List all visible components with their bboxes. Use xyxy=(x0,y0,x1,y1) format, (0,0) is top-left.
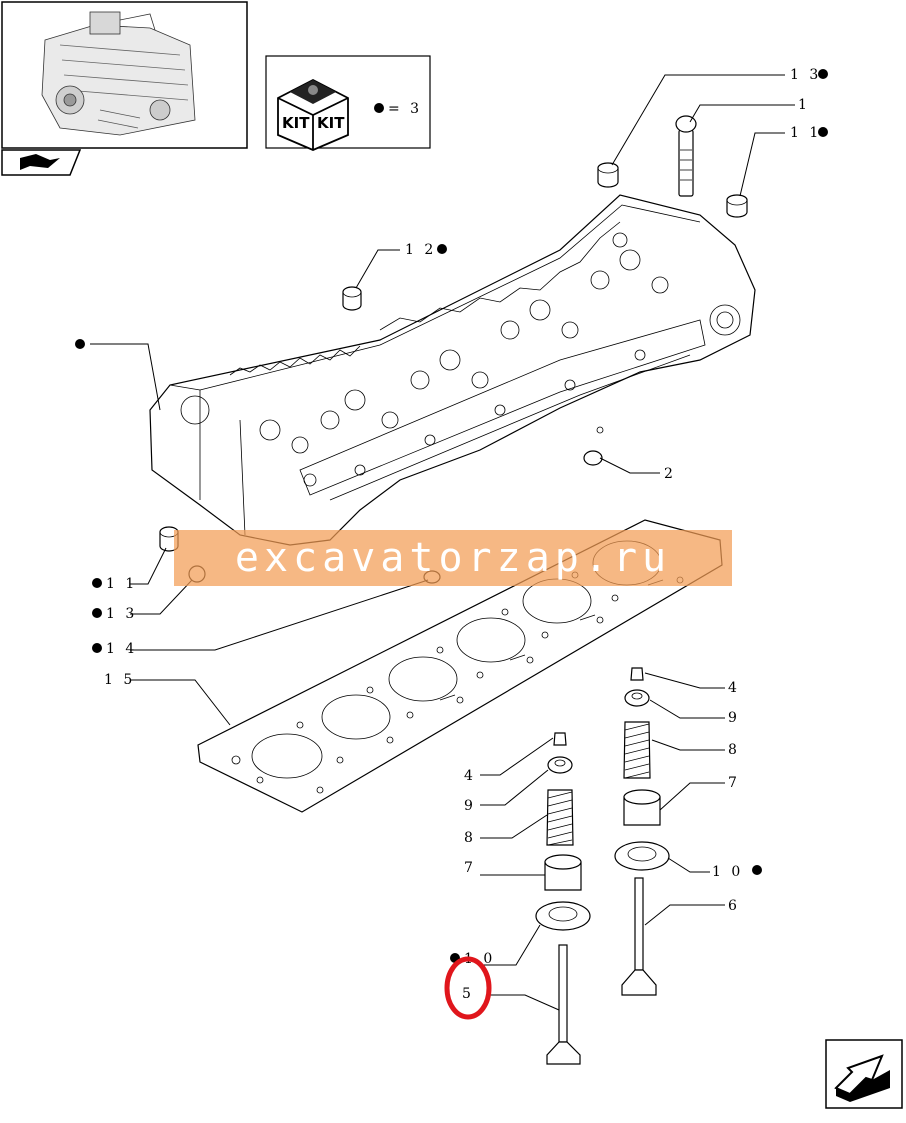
seat-part-10-left[interactable] xyxy=(535,901,591,931)
callout-14: 1 4 xyxy=(106,641,137,657)
spring-part-8-left[interactable] xyxy=(546,789,574,846)
callout-11-lower-dot xyxy=(92,578,102,588)
callout-9-left: 9 xyxy=(464,798,476,814)
callout-10-right: 1 0 xyxy=(712,864,743,880)
callout-12: 1 2 xyxy=(405,242,436,258)
callout-10-right-dot xyxy=(752,865,762,875)
callout-7-right: 7 xyxy=(728,775,740,791)
callout-11-top: 1 1 xyxy=(790,125,821,141)
valve-part-5[interactable] xyxy=(546,944,581,1065)
kit-equals-label: = 3 xyxy=(388,101,422,117)
callout-15: 1 5 xyxy=(104,672,135,688)
keeper-part-4-right[interactable] xyxy=(630,667,644,681)
seal-part-7-right[interactable] xyxy=(623,789,661,826)
kit-word-right: KIT xyxy=(317,114,345,132)
dowel-part-13-top[interactable] xyxy=(597,162,619,188)
seal-part-7-left[interactable] xyxy=(544,854,582,891)
callout-10-left: 1 0 xyxy=(464,951,495,967)
kit-box: KIT KIT = 3 xyxy=(265,55,431,151)
callout-5: 5 xyxy=(462,986,474,1002)
callout-7-left: 7 xyxy=(464,860,476,876)
callout-11-lower: 1 1 xyxy=(106,576,137,592)
retainer-part-9-left[interactable] xyxy=(547,756,573,774)
watermark-band xyxy=(174,530,732,586)
callout-13-lower: 1 3 xyxy=(106,606,137,622)
callout-6: 6 xyxy=(728,898,740,914)
valve-part-6[interactable] xyxy=(621,877,657,996)
watermark-text: excavatorzap.ru xyxy=(234,535,672,581)
callout-4-left: 4 xyxy=(464,768,476,784)
kit-dot xyxy=(374,103,384,113)
callout-12-dot xyxy=(437,244,447,254)
callout-head-dot xyxy=(75,339,85,349)
callout-13-lower-dot xyxy=(92,608,102,618)
callout-2: 2 xyxy=(664,466,676,482)
callout-1: 1 xyxy=(798,97,810,113)
retainer-part-9-right[interactable] xyxy=(624,689,650,707)
callout-9-right: 9 xyxy=(728,710,740,726)
callout-labels: 1 3 1 1 1 1 2 2 1 1 1 3 1 4 1 5 4 9 8 7 … xyxy=(75,67,828,1002)
next-page-arrow-icon[interactable] xyxy=(825,1039,903,1109)
kit-box-icon: KIT KIT xyxy=(277,78,349,151)
keeper-part-4-left[interactable] xyxy=(553,732,567,746)
leader-lines xyxy=(90,74,795,1011)
bolt-part-1[interactable] xyxy=(675,115,697,197)
callout-13-top-dot xyxy=(818,69,828,79)
dowel-part-11-top[interactable] xyxy=(726,194,748,218)
callout-14-dot xyxy=(92,643,102,653)
kit-word-left: KIT xyxy=(282,114,310,132)
plug-part-2[interactable] xyxy=(583,450,603,466)
dowel-part-12[interactable] xyxy=(342,286,362,311)
book-pointer-icon[interactable] xyxy=(1,149,82,176)
highlight-circle-callout-5 xyxy=(444,956,492,1020)
callout-11-top-dot xyxy=(818,127,828,137)
cylinder-head[interactable] xyxy=(149,194,756,546)
callout-8-left: 8 xyxy=(464,830,476,846)
engine-thumbnail-icon[interactable] xyxy=(1,1,248,149)
callout-13-top: 1 3 xyxy=(790,67,821,83)
spring-part-8-right[interactable] xyxy=(623,721,651,779)
callout-4-right: 4 xyxy=(728,680,740,696)
seat-part-10-right[interactable] xyxy=(614,841,670,871)
callout-8-right: 8 xyxy=(728,742,740,758)
